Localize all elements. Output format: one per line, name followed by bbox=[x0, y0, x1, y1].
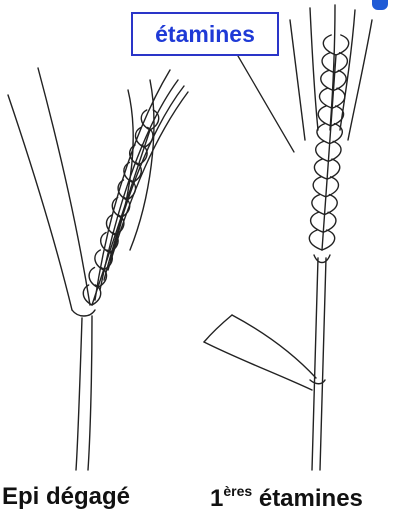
stamen-callout-box: étamines bbox=[131, 12, 279, 56]
corner-mark bbox=[372, 0, 388, 10]
left-plant bbox=[8, 68, 188, 470]
spikelet bbox=[317, 124, 330, 144]
callout-pointer bbox=[238, 56, 294, 152]
spikelet bbox=[312, 195, 325, 215]
spikelet bbox=[316, 141, 329, 161]
spikelet bbox=[322, 53, 335, 73]
spikelet bbox=[314, 159, 327, 179]
spikelet bbox=[313, 177, 326, 197]
caption-right-word: étamines bbox=[259, 485, 363, 512]
stamen-callout-label: étamines bbox=[155, 21, 255, 48]
caption-right-superscript: ères bbox=[223, 483, 252, 499]
spikelet bbox=[318, 106, 331, 126]
spikelet bbox=[336, 35, 349, 55]
ear-axis bbox=[322, 55, 336, 250]
spikelet bbox=[320, 88, 333, 108]
caption-right: 1ères étamines bbox=[210, 483, 363, 513]
spikelet bbox=[321, 70, 334, 90]
spikelet bbox=[141, 110, 150, 130]
caption-left: Epi dégagé bbox=[2, 483, 130, 511]
spikelet bbox=[311, 212, 324, 232]
spikelet bbox=[309, 230, 322, 250]
right-ear bbox=[309, 35, 348, 250]
right-plant bbox=[204, 5, 372, 470]
caption-right-number: 1 bbox=[210, 485, 223, 512]
spikelet bbox=[89, 268, 98, 288]
